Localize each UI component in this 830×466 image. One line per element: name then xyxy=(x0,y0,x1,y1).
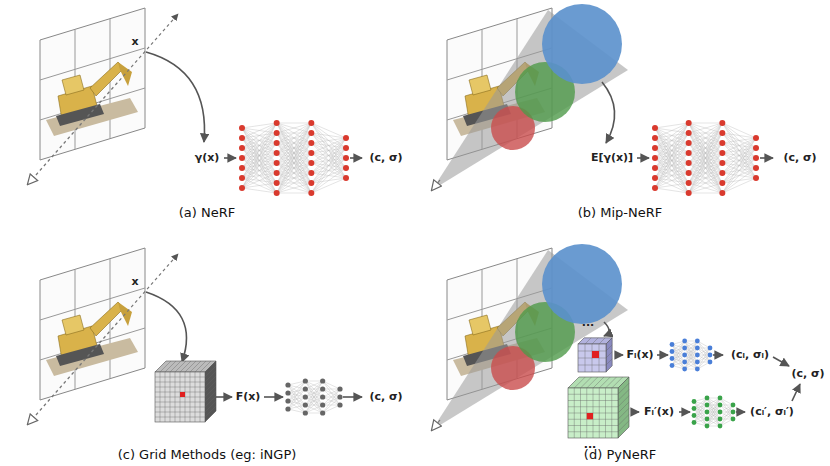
image-plane xyxy=(40,248,145,400)
math-label: (c, σ) xyxy=(369,391,402,403)
mlp xyxy=(285,378,342,415)
math-label: (cₗ, σₗ) xyxy=(731,349,769,361)
math-label: (cₗ′, σₗ′) xyxy=(750,406,794,418)
math-label: (c, σ) xyxy=(791,368,824,380)
feature-grid xyxy=(155,361,216,422)
mlp xyxy=(692,396,736,429)
image-plane xyxy=(40,8,145,160)
mlp xyxy=(652,120,759,196)
panel-caption: (d) PyNeRF xyxy=(584,448,656,462)
panel-caption: (a) NeRF xyxy=(179,206,235,220)
math-label: ... xyxy=(582,317,595,329)
math-label: F(x) xyxy=(236,391,261,403)
mlp xyxy=(670,339,713,372)
excavator xyxy=(46,302,138,376)
feature-grid xyxy=(578,338,612,372)
math-label: (c, σ) xyxy=(783,152,816,164)
excavator xyxy=(46,62,138,136)
math-label: x xyxy=(131,36,138,48)
panel-caption: (b) Mip-NeRF xyxy=(578,206,663,220)
math-label: Fₗ′(x) xyxy=(644,406,674,418)
math-label: (c, σ) xyxy=(369,152,402,164)
math-label: x xyxy=(131,276,138,288)
math-label: Fₗ(x) xyxy=(626,349,653,361)
feature-grid xyxy=(568,377,629,438)
mlp xyxy=(239,120,349,196)
math-label: γ(x) xyxy=(195,152,220,164)
panel-caption: (c) Grid Methods (eg: iNGP) xyxy=(118,448,297,462)
math-label: E[γ(x)] xyxy=(591,152,633,164)
